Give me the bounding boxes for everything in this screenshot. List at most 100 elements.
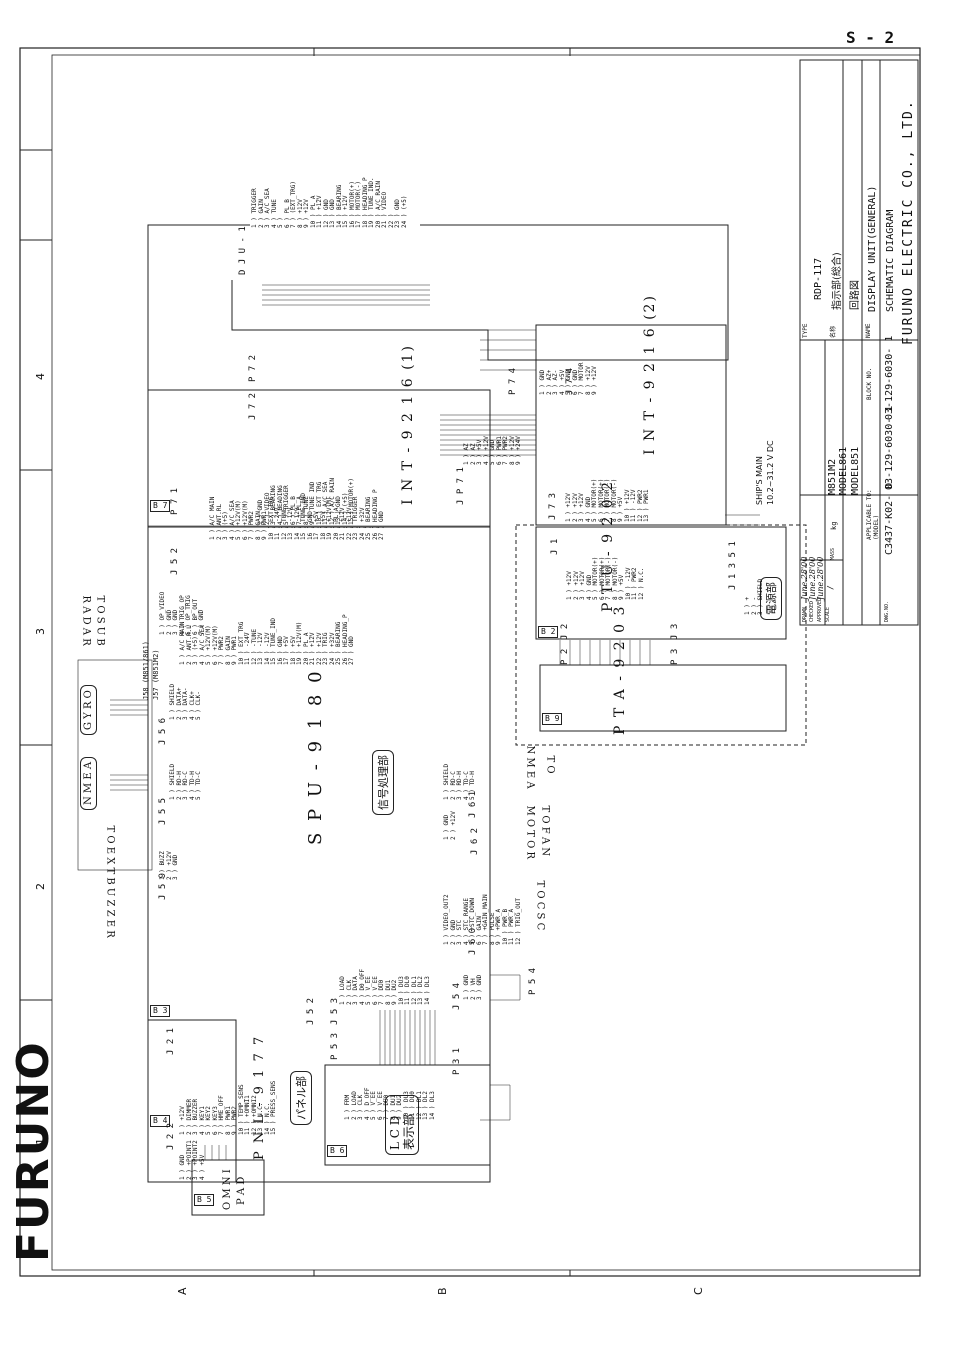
- conn-p74: P 7 4: [508, 367, 518, 395]
- block-tag-b4: B 4: [150, 1115, 171, 1127]
- conn-j21: J 2 1: [166, 1027, 176, 1055]
- zone-number-4: 4: [34, 373, 47, 380]
- conn-j1: J 1: [550, 538, 560, 555]
- mass-label: MASS: [830, 547, 836, 560]
- nmea-label: N M E A: [80, 756, 97, 810]
- ships-main-2: 10.2~31.2 V DC: [766, 440, 775, 505]
- block-tag-b5: B 5: [194, 1194, 215, 1206]
- block-tag-b3: B 3: [150, 1005, 171, 1017]
- model-3: MODEL851: [850, 446, 861, 495]
- pin-label: 3 ) SHIELD: [757, 578, 764, 615]
- pin-label: 15 ) MOTOR(+): [348, 478, 355, 525]
- ext-nmea-2: N M E A: [524, 745, 536, 789]
- type-value: RDP-117: [813, 257, 824, 300]
- name-jp2: 回路図: [850, 280, 861, 310]
- omni-label-2: P A D: [236, 1176, 247, 1205]
- pin-label: 15 ) PRESS_SENS: [270, 1080, 277, 1135]
- applicable-label: APPLICABLE TO:: [866, 489, 873, 540]
- conn-j52: J 5 2: [170, 547, 180, 575]
- dju-label: D J U - 1: [238, 226, 248, 275]
- conn-j58: J58 (M851/861): [142, 640, 150, 700]
- block-no-label: BLOCK NO.: [866, 367, 873, 400]
- pin-label: 9 ) +24V: [515, 436, 522, 465]
- model-label: (MODEL): [873, 514, 880, 540]
- gyro-label: G Y R O: [80, 685, 97, 735]
- omni-label-1: O M N I: [222, 1169, 233, 1210]
- ext-buzzer: T O E X T B U Z Z E R: [104, 825, 116, 938]
- pinlist-j1351: 1 ) +2 ) -3 ) SHIELD: [744, 578, 765, 615]
- zone-number-1: 1: [34, 1138, 47, 1145]
- mass-unit: kg: [830, 521, 838, 530]
- pta-label: P T A - 9 2 0 3: [612, 604, 628, 735]
- pin-label: 4 ) +5V: [198, 1154, 206, 1180]
- conn-j1351: J 1 3 5 1: [728, 541, 738, 590]
- furuno-logo: FURUNO: [8, 1040, 59, 1262]
- zone-letter-a: A: [176, 1287, 189, 1295]
- conn-p71: P 7 1: [170, 487, 180, 515]
- conn-p53: P 5 3: [330, 1032, 340, 1060]
- model-2: MODEL861: [838, 446, 849, 495]
- spu-jp-label: 信号処理部: [372, 750, 394, 815]
- conn-p3: P 3: [670, 648, 680, 665]
- ext-fan-1: T O F A N: [539, 805, 551, 857]
- pin-label: 12 ) TRIG_OUT: [514, 898, 522, 945]
- dwg-label: DWG.NO.: [884, 600, 890, 622]
- ships-main-1: SHIP'S MAIN: [755, 456, 764, 505]
- pin-label: 2 ) +12V: [449, 811, 457, 840]
- ext-nmea-1: T O: [544, 755, 556, 774]
- pin-label: 27 ) GND: [348, 636, 355, 665]
- zone-number-3: 3: [34, 628, 47, 635]
- block-tag-b2: B 2: [538, 626, 559, 638]
- ext-csc: T O C S C: [534, 880, 546, 931]
- scale-value: /: [826, 585, 835, 590]
- pin-label: 3 ) GND: [172, 854, 179, 880]
- conn-p2: P 2: [560, 648, 570, 665]
- checked-label: CHECKED: [809, 600, 815, 622]
- pin-label: 5 ) TD-H: [469, 771, 476, 800]
- dwg-number: C3437-K02- D: [884, 482, 895, 555]
- company-name: FURUNO ELECTRIC CO., LTD.: [901, 99, 916, 345]
- doc-number-2: 03-129-6030- 1: [884, 335, 895, 420]
- pin-label: 27 ) GND: [378, 511, 385, 540]
- zone-number-2: 2: [34, 883, 47, 890]
- block-tag-b6: B 6: [327, 1145, 348, 1157]
- int-9216-1-label: I N T - 9 2 1 6 (1): [400, 344, 416, 505]
- block-tag-b9: B 9: [542, 713, 563, 725]
- approved-label: APPROVED: [817, 597, 823, 622]
- conn-j56: J 5 6: [158, 717, 168, 745]
- name-jp-value: 指示部(総合): [832, 252, 843, 310]
- pin-label: 14 ) DL3: [428, 1091, 436, 1120]
- conn-p72: P 7 2: [248, 354, 258, 382]
- conn-j54: J 5 4: [452, 982, 462, 1010]
- pin-label: 24 ) (+5): [400, 195, 408, 228]
- conn-j72: J 7 2: [248, 392, 258, 420]
- pin-label: 12 ) N.C.: [637, 567, 645, 600]
- conn-j73: J 7 3: [548, 492, 558, 520]
- conn-j57: J57 (M851M2): [152, 649, 160, 700]
- page-number: S - 2: [846, 28, 895, 47]
- pin-label: 5 ) TD-C: [195, 771, 202, 800]
- ext-fan-2: M O T O R: [524, 805, 536, 860]
- zone-letter-c: C: [692, 1287, 705, 1295]
- int-9216-2-label: I N T - 9 2 1 6 (2): [642, 294, 658, 455]
- conn-j2: J 2: [560, 623, 570, 640]
- conn-p54: P 5 4: [528, 967, 538, 995]
- ext-sub-radar-2: R A D A R: [80, 595, 92, 646]
- pin-label: 9 ) +12V: [591, 366, 598, 395]
- approved-date: June.28'00: [816, 556, 825, 600]
